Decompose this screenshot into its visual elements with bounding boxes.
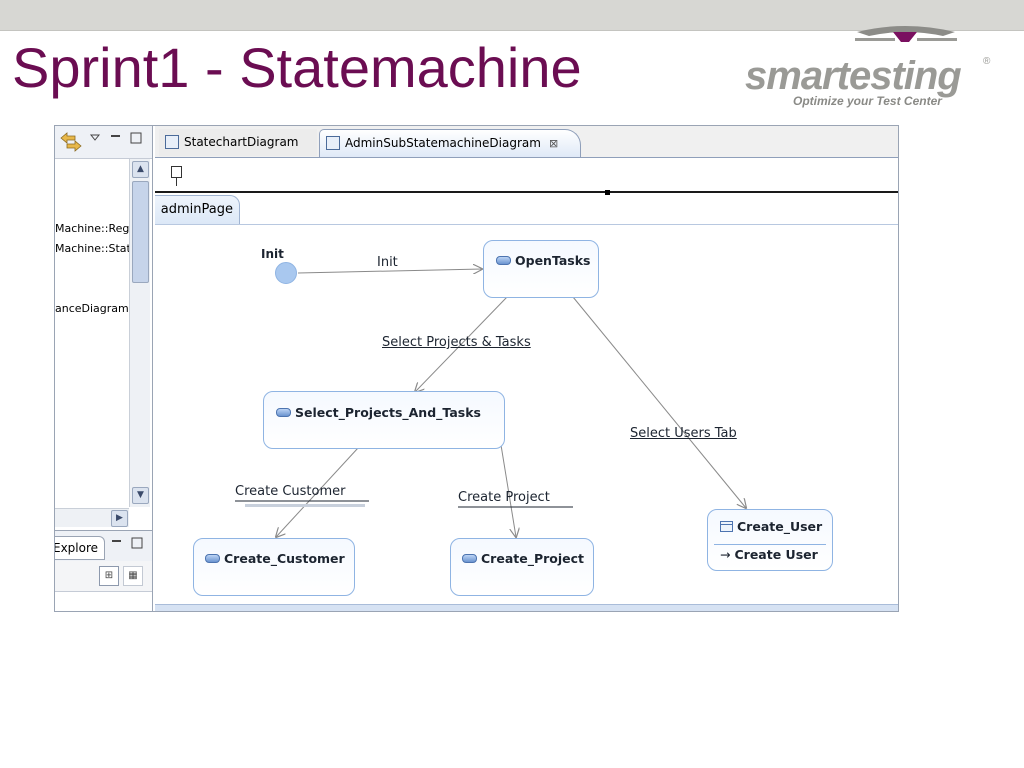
tab-statechart-diagram[interactable]: StatechartDiagram bbox=[159, 129, 317, 156]
transition-create-customer[interactable] bbox=[276, 447, 359, 537]
state-name: Create_Project bbox=[481, 551, 585, 566]
outline-minimize-icon[interactable] bbox=[112, 540, 121, 542]
state-name: Select_Projects_And_Tasks bbox=[295, 405, 481, 420]
region-tab-admin-page[interactable]: adminPage bbox=[155, 195, 240, 225]
state-create-customer[interactable]: Create_Customer bbox=[193, 538, 355, 596]
submachine-icon bbox=[720, 521, 733, 532]
region-divider bbox=[155, 191, 898, 193]
state-select-projects[interactable]: Select_Projects_And_Tasks bbox=[263, 391, 505, 449]
transition-arrows bbox=[235, 225, 898, 607]
scroll-up-icon[interactable]: ▲ bbox=[132, 161, 149, 178]
state-title: Create_Project bbox=[462, 551, 584, 566]
editor-screenshot: Machine::Regi Machine::Stat anceDiagram … bbox=[54, 125, 899, 612]
action-name: Create User bbox=[734, 547, 818, 562]
diagram-icon bbox=[165, 134, 179, 149]
state-action: →Create User bbox=[720, 547, 818, 562]
registered-mark: ® bbox=[983, 56, 991, 67]
transition-init[interactable] bbox=[297, 269, 482, 273]
divider-handle[interactable] bbox=[605, 190, 610, 195]
state-open-tasks[interactable]: OpenTasks bbox=[483, 240, 599, 298]
state-create-project[interactable]: Create_Project bbox=[450, 538, 594, 596]
tab-admin-sub-statemachine[interactable]: AdminSubStatemachineDiagram ⊠ bbox=[319, 129, 581, 157]
state-icon bbox=[205, 554, 220, 563]
editor-tab-bar: StatechartDiagram AdminSubStatemachineDi… bbox=[155, 126, 898, 158]
scroll-thumb[interactable] bbox=[132, 181, 149, 283]
logo-tagline: Optimize your Test Center bbox=[793, 94, 942, 108]
header-band bbox=[0, 0, 1024, 31]
diagram-icon bbox=[326, 135, 340, 150]
vertical-scrollbar[interactable]: ▲ ▼ bbox=[129, 159, 150, 507]
state-icon bbox=[276, 408, 291, 417]
scroll-down-icon[interactable]: ▼ bbox=[132, 487, 149, 504]
explorer-toolbar-icons bbox=[60, 132, 142, 152]
explore-tab[interactable]: Explore bbox=[55, 536, 106, 560]
smartesting-logo: smartesting ® Optimize your Test Center bbox=[745, 22, 1000, 112]
diagram-canvas[interactable]: Init Init Select Projects & Tasks Select… bbox=[155, 224, 898, 607]
transition-label-select-projects[interactable]: Select Projects & Tasks bbox=[382, 335, 531, 350]
state-title: Create_User bbox=[720, 519, 822, 534]
transition-select-users[interactable] bbox=[572, 296, 746, 508]
view-menu-icon[interactable] bbox=[89, 134, 101, 141]
logo-wordmark: smartesting bbox=[745, 54, 962, 98]
tab-label: StatechartDiagram bbox=[184, 135, 299, 149]
horizontal-scrollbar[interactable]: ▶ bbox=[55, 508, 129, 527]
outline-header: Explore bbox=[55, 530, 152, 562]
transition-create-project[interactable] bbox=[500, 444, 516, 537]
slide-title: Sprint1 - Statemachine bbox=[12, 36, 582, 99]
minimize-icon[interactable] bbox=[111, 135, 120, 137]
transition-label-create-customer[interactable]: Create Customer bbox=[235, 484, 346, 499]
state-create-user[interactable]: Create_User →Create User bbox=[707, 509, 833, 571]
palette-row bbox=[155, 158, 898, 196]
model-explorer-pane: Machine::Regi Machine::Stat anceDiagram … bbox=[55, 126, 153, 611]
editor-bottom-scrollbar[interactable] bbox=[155, 604, 898, 611]
tree-item[interactable]: Machine::Stat bbox=[55, 242, 131, 255]
initial-state-label: Init bbox=[261, 247, 284, 261]
diagram-editor: StatechartDiagram AdminSubStatemachineDi… bbox=[155, 126, 898, 611]
state-name: Create_Customer bbox=[224, 551, 345, 566]
state-compartment-divider bbox=[714, 544, 826, 545]
state-title: Select_Projects_And_Tasks bbox=[276, 405, 481, 420]
scroll-right-icon[interactable]: ▶ bbox=[111, 510, 128, 527]
state-name: Create_User bbox=[737, 519, 823, 534]
logo-mark-icon bbox=[855, 26, 957, 42]
outline-toolbar: ⊞ ▦ bbox=[55, 561, 152, 592]
transition-select-projects[interactable] bbox=[415, 296, 508, 392]
transition-label-create-project[interactable]: Create Project bbox=[458, 490, 550, 505]
arrow-right-icon: → bbox=[720, 547, 731, 562]
tab-label: AdminSubStatemachineDiagram bbox=[345, 136, 541, 150]
initial-state-node[interactable] bbox=[275, 262, 297, 284]
tree-item[interactable]: Machine::Regi bbox=[55, 222, 133, 235]
state-icon bbox=[496, 256, 511, 265]
outline-maximize-icon[interactable] bbox=[131, 537, 143, 549]
state-name: OpenTasks bbox=[515, 253, 591, 268]
close-icon[interactable]: ⊠ bbox=[548, 137, 559, 150]
sync-icon[interactable] bbox=[60, 132, 82, 152]
tree-item[interactable]: anceDiagram bbox=[55, 302, 129, 315]
state-icon bbox=[462, 554, 477, 563]
transition-label-init[interactable]: Init bbox=[377, 255, 398, 270]
pin-stem bbox=[176, 177, 177, 186]
region-tab-label: adminPage bbox=[160, 202, 233, 217]
text-artifact bbox=[245, 504, 365, 507]
state-title: OpenTasks bbox=[496, 253, 591, 268]
state-title: Create_Customer bbox=[205, 551, 345, 566]
tree-view-icon[interactable]: ⊞ bbox=[99, 566, 119, 586]
thumbnail-view-icon[interactable]: ▦ bbox=[123, 566, 143, 586]
explorer-header bbox=[55, 126, 152, 159]
transition-label-select-users[interactable]: Select Users Tab bbox=[630, 426, 737, 441]
maximize-icon[interactable] bbox=[130, 132, 142, 144]
